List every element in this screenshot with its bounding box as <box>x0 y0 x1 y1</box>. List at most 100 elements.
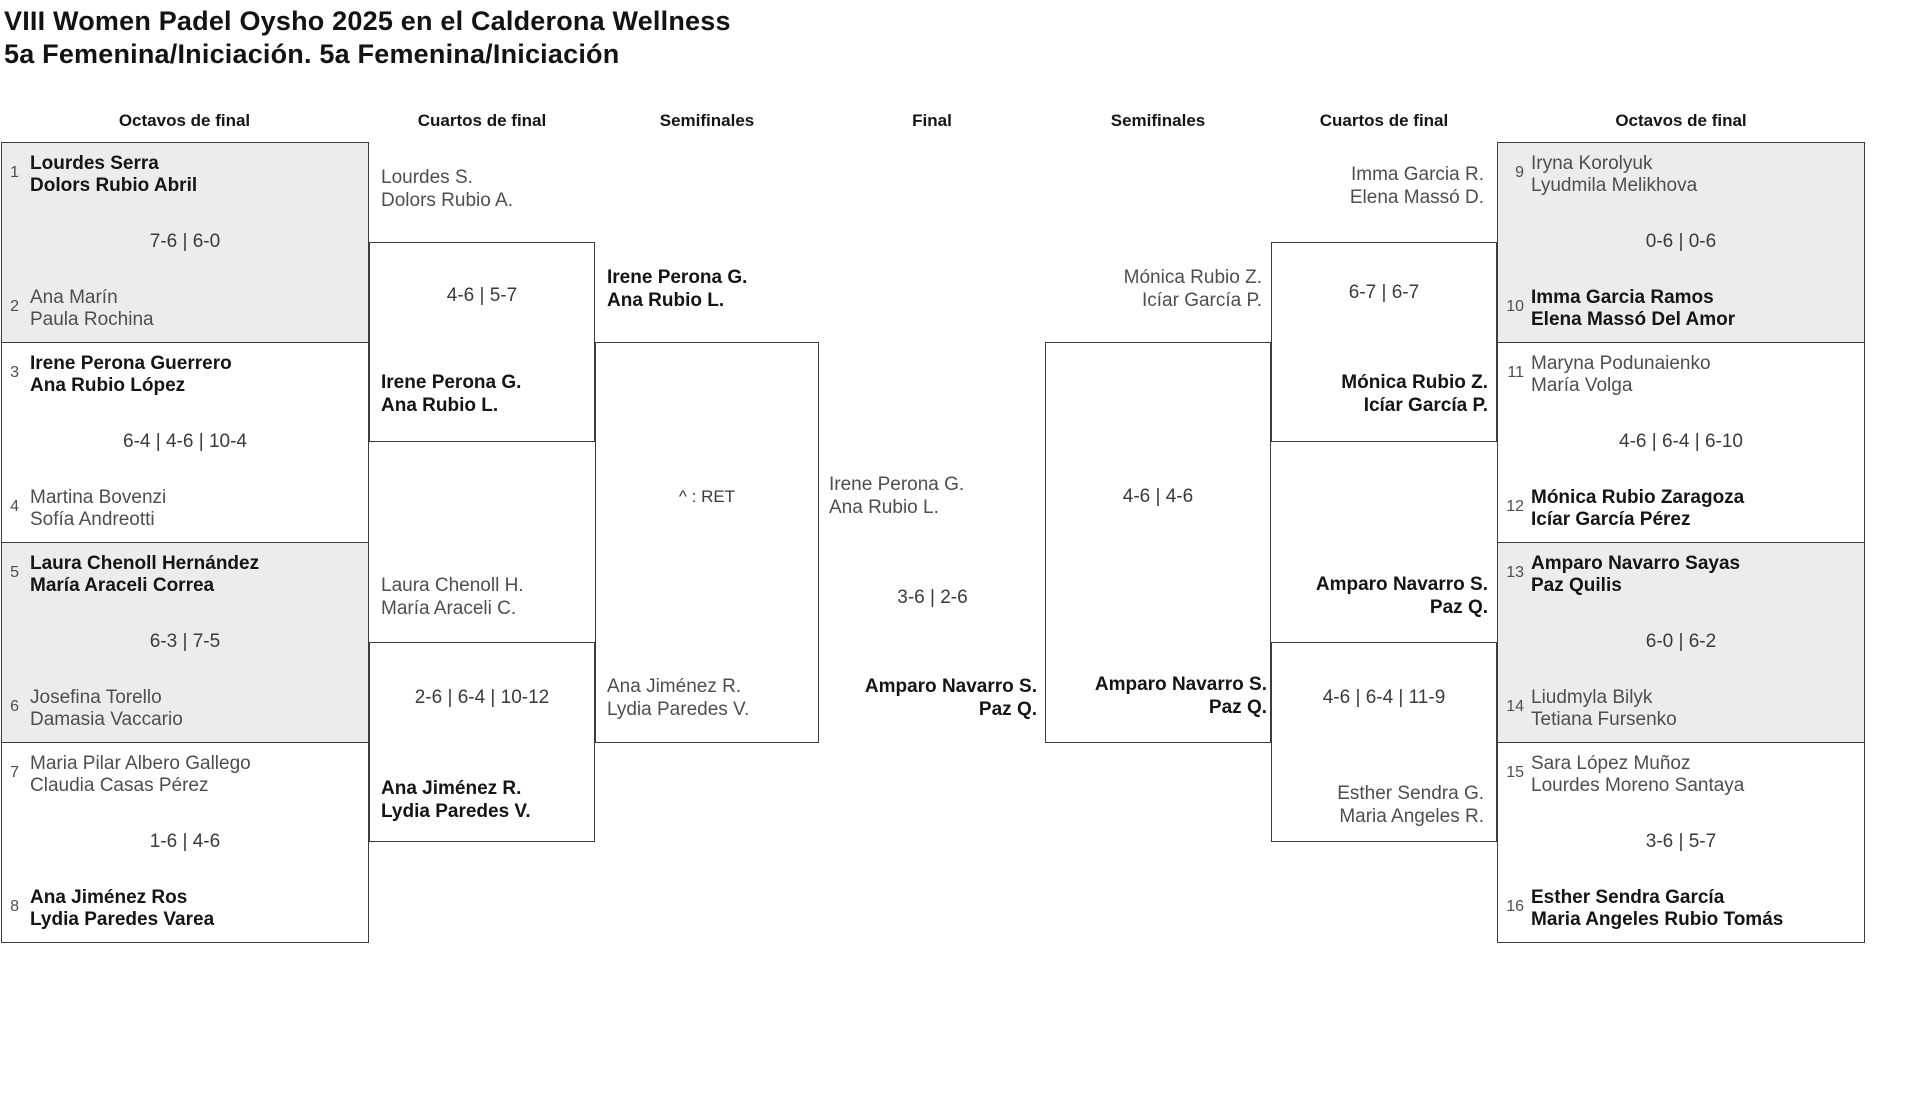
team-name-line: Martina Bovenzi <box>30 487 167 508</box>
team-name-line: Ana Jiménez Ros <box>30 887 188 908</box>
team-name-line: María Araceli C. <box>381 598 517 619</box>
semifinal-right-team-top: Mónica Rubio Z. Icíar García P. <box>1050 266 1262 312</box>
final-score: 3-6 | 2-6 <box>897 587 968 608</box>
cuartos-left-1-box <box>369 242 595 442</box>
match-3-4: 3 Irene Perona Guerrero Ana Rubio López … <box>2 343 368 543</box>
match-score: 6-4 | 4-6 | 10-4 <box>123 431 247 452</box>
semifinal-left-team-bottom: Ana Jiménez R. Lydia Paredes V. <box>607 675 749 721</box>
team-names: Liudmyla Bilyk Tetiana Fursenko <box>1531 687 1677 731</box>
final-team-left: Irene Perona G. Ana Rubio L. <box>829 473 964 519</box>
match-15-16: 15 Sara López Muñoz Lourdes Moreno Santa… <box>1498 743 1864 943</box>
team-name-line: Lydia Paredes V. <box>607 699 750 720</box>
page-title: VIII Women Padel Oysho 2025 en el Calder… <box>4 5 731 71</box>
team-name-line: Sofía Andreotti <box>30 509 155 530</box>
seed-number: 11 <box>1507 364 1524 381</box>
match-score: 7-6 | 6-0 <box>149 231 221 252</box>
team-names: Amparo Navarro Sayas Paz Quilis <box>1531 553 1740 597</box>
match-score: 4-6 | 6-4 | 6-10 <box>1619 431 1743 452</box>
team-name-line: Dolors Rubio Abril <box>30 175 198 196</box>
semifinal-left-score: ^ : RET <box>678 487 736 506</box>
semifinal-right-box <box>1045 342 1271 743</box>
team-names: Ana Jiménez Ros Lydia Paredes Varea <box>30 887 214 931</box>
category-subtitle: 5a Femenina/Iniciación. 5a Femenina/Inic… <box>4 39 620 69</box>
team-name-line: Ana Jiménez R. <box>381 778 522 799</box>
cuartos-right-1-score: 6-7 | 6-7 <box>1348 282 1420 303</box>
team-names: Sara López Muñoz Lourdes Moreno Santaya <box>1531 753 1744 797</box>
team-name-line: Elena Massó D. <box>1349 187 1484 208</box>
cuartos-left-1-score: 4-6 | 5-7 <box>446 285 518 306</box>
team-name-line: Icíar García Pérez <box>1531 509 1691 530</box>
team-name-line: Paz Quilis <box>1531 575 1622 596</box>
team-name-line: Amparo Navarro Sayas <box>1531 553 1741 574</box>
seed-number: 9 <box>1515 164 1524 181</box>
team-names: Laura Chenoll Hernández María Araceli Co… <box>30 553 259 597</box>
match-score: 6-3 | 7-5 <box>149 631 221 652</box>
team-name-line: Icíar García P. <box>1363 395 1488 416</box>
seed-number: 2 <box>10 298 19 315</box>
team-names: Mónica Rubio Zaragoza Icíar García Pérez <box>1531 487 1744 531</box>
team-name-line: Claudia Casas Pérez <box>30 775 209 796</box>
team-name-line: Icíar García P. <box>1141 290 1262 311</box>
team-name-line: Lydia Paredes V. <box>381 801 531 822</box>
match-score: 6-0 | 6-2 <box>1645 631 1717 652</box>
team-names: Lourdes Serra Dolors Rubio Abril <box>30 153 197 197</box>
team-name-line: Laura Chenoll Hernández <box>30 553 260 574</box>
team-name-line: Imma Garcia Ramos <box>1531 287 1714 308</box>
cuartos-left-2-team-top: Laura Chenoll H. María Araceli C. <box>381 574 524 620</box>
team-name-line: Paz Q. <box>1208 697 1267 718</box>
seed-number: 5 <box>10 564 19 581</box>
column-header-semifinales-right: Semifinales <box>1110 111 1206 130</box>
match-7-8: 7 Maria Pilar Albero Gallego Claudia Cas… <box>2 743 368 943</box>
team-name-line: Esther Sendra García <box>1531 887 1725 908</box>
team-name-line: Maria Pilar Albero Gallego <box>30 753 251 774</box>
team-name-line: Ana Rubio L. <box>829 497 939 518</box>
match-1-2: 1 Lourdes Serra Dolors Rubio Abril 7-6 |… <box>2 143 368 343</box>
column-header-octavos-left: Octavos de final <box>118 111 251 130</box>
final-winner: Amparo Navarro S. Paz Q. <box>819 675 1037 721</box>
team-name-line: Lourdes S. <box>381 167 473 188</box>
team-name-line: María Volga <box>1531 375 1633 396</box>
team-name-line: Amparo Navarro S. <box>1094 674 1267 695</box>
team-name-line: Laura Chenoll H. <box>381 575 524 596</box>
cuartos-right-1-team-bottom: Mónica Rubio Z. Icíar García P. <box>1276 371 1488 417</box>
cuartos-right-2-box <box>1271 642 1497 842</box>
team-names: Iryna Korolyuk Lyudmila Melikhova <box>1531 153 1697 197</box>
team-name-line: Irene Perona G. <box>607 267 748 288</box>
team-name-line: María Araceli Correa <box>30 575 215 596</box>
match-score: 1-6 | 4-6 <box>149 831 221 852</box>
team-name-line: Maria Angeles Rubio Tomás <box>1531 909 1784 930</box>
semifinal-left-box <box>595 342 819 743</box>
cuartos-left-2-score: 2-6 | 6-4 | 10-12 <box>414 687 550 708</box>
team-name-line: Lourdes Serra <box>30 153 159 174</box>
seed-number: 16 <box>1506 898 1524 915</box>
octavos-left-box: 1 Lourdes Serra Dolors Rubio Abril 7-6 |… <box>1 142 369 943</box>
seed-number: 1 <box>10 164 19 181</box>
column-header-final: Final <box>912 111 952 130</box>
team-names: Esther Sendra García Maria Angeles Rubio… <box>1531 887 1783 931</box>
team-name-line: Paula Rochina <box>30 309 154 330</box>
cuartos-right-1-team-top: Imma Garcia R. Elena Massó D. <box>1276 163 1484 209</box>
octavos-right-box: 9 Iryna Korolyuk Lyudmila Melikhova 0-6 … <box>1497 142 1865 943</box>
team-names: Maryna Podunaienko María Volga <box>1531 353 1711 397</box>
cuartos-left-1-team-bottom: Irene Perona G. Ana Rubio L. <box>381 371 521 417</box>
seed-number: 12 <box>1506 498 1524 515</box>
seed-number: 4 <box>10 498 19 515</box>
semifinal-right-score: 4-6 | 4-6 <box>1122 486 1194 507</box>
team-name-line: Ana Rubio L. <box>381 395 499 416</box>
column-header-octavos-right: Octavos de final <box>1615 111 1747 130</box>
team-name-line: Irene Perona G. <box>829 474 965 495</box>
team-name-line: Imma Garcia R. <box>1350 164 1484 185</box>
match-9-10: 9 Iryna Korolyuk Lyudmila Melikhova 0-6 … <box>1498 143 1864 343</box>
team-name-line: Ana Rubio L. <box>607 290 725 311</box>
team-names: Maria Pilar Albero Gallego Claudia Casas… <box>30 753 251 797</box>
team-name-line: Mónica Rubio Z. <box>1123 267 1262 288</box>
team-names: Martina Bovenzi Sofía Andreotti <box>30 487 166 531</box>
match-score: 3-6 | 5-7 <box>1645 831 1717 852</box>
cuartos-right-1-box <box>1271 242 1497 442</box>
team-name-line: Dolors Rubio A. <box>381 190 514 211</box>
column-header-cuartos-left: Cuartos de final <box>417 111 547 130</box>
team-name-line: Lourdes Moreno Santaya <box>1531 775 1745 796</box>
match-5-6: 5 Laura Chenoll Hernández María Araceli … <box>2 543 368 743</box>
seed-number: 8 <box>10 898 19 915</box>
team-name-line: Mónica Rubio Zaragoza <box>1531 487 1745 508</box>
